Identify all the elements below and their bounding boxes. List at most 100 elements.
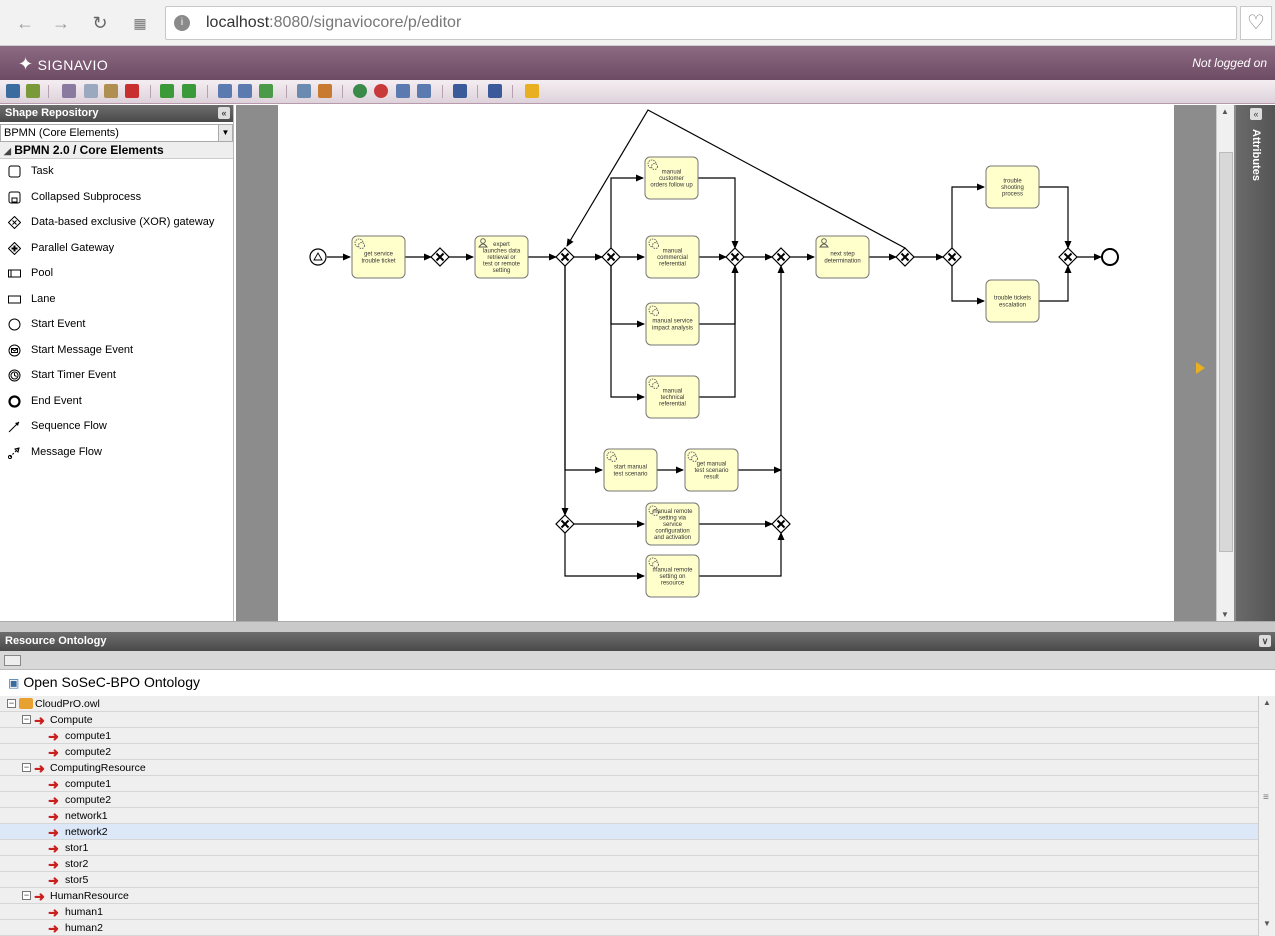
shape-item-start-event[interactable]: Start Event [0, 312, 233, 338]
heart-icon[interactable]: ♡ [1240, 6, 1272, 40]
address-bar[interactable]: i localhost:8080/signaviocore/p/editor [165, 6, 1237, 40]
tree-instance-row[interactable]: ➜compute2 [0, 792, 1258, 808]
sequence-flow[interactable] [564, 533, 645, 580]
align-horizontal-icon[interactable] [238, 84, 252, 98]
site-info-icon[interactable]: i [174, 15, 190, 31]
service-task-gear-icon[interactable] [652, 309, 659, 316]
task-t5[interactable] [645, 302, 700, 346]
task-t2[interactable] [474, 235, 529, 279]
scroll-up-icon[interactable]: ▲ [1221, 107, 1229, 116]
end-event[interactable] [1101, 248, 1119, 266]
copy-icon[interactable] [84, 84, 98, 98]
send-back-icon[interactable] [318, 84, 332, 98]
shape-item-timer-event[interactable]: Start Timer Event [0, 363, 233, 389]
sequence-flow[interactable] [610, 266, 645, 328]
save-as-icon[interactable] [26, 84, 40, 98]
xor-gateway-x-icon[interactable] [947, 252, 957, 262]
group-icon[interactable] [259, 84, 273, 98]
service-task-gear-icon[interactable] [651, 163, 658, 170]
task-t7[interactable] [815, 235, 870, 279]
zoom-in-icon[interactable] [353, 84, 367, 98]
chevron-down-icon[interactable]: ▼ [218, 125, 232, 141]
task-t1[interactable] [351, 235, 406, 279]
save-icon[interactable] [6, 84, 20, 98]
tree-instance-row[interactable]: ➜human2 [0, 920, 1258, 936]
shape-item-xor-gateway[interactable]: Data-based exclusive (XOR) gateway [0, 210, 233, 236]
sequence-flow[interactable] [699, 265, 739, 325]
service-task-gear-icon[interactable] [652, 561, 659, 568]
sequence-flow[interactable] [610, 266, 645, 401]
xor-gateway-x-icon[interactable] [1063, 252, 1073, 262]
canvas-vertical-scrollbar[interactable]: ▲ ▼ [1216, 105, 1234, 621]
forward-arrow-icon[interactable]: → [52, 13, 70, 33]
shape-group-header[interactable]: ◢ BPMN 2.0 / Core Elements [0, 142, 233, 159]
task-t10[interactable] [603, 448, 658, 492]
delete-icon[interactable] [125, 84, 139, 98]
stencil-set-select[interactable]: BPMN (Core Elements) ▼ [0, 124, 233, 142]
url-text[interactable]: localhost:8080/signaviocore/p/editor [206, 14, 461, 32]
redo-icon[interactable] [182, 84, 196, 98]
user-task-icon[interactable] [478, 243, 488, 248]
ontology-tab-button[interactable] [4, 655, 21, 666]
sequence-flow[interactable] [698, 177, 739, 249]
shape-item-lane[interactable]: Lane [0, 287, 233, 313]
tree-instance-row[interactable]: ➜network2 [0, 824, 1258, 840]
zoom-fit-icon[interactable] [396, 84, 410, 98]
undo-icon[interactable] [160, 84, 174, 98]
tree-class-row[interactable]: −➜Compute [0, 712, 1258, 728]
sequence-flow[interactable] [1039, 265, 1072, 302]
layout-icon[interactable] [453, 84, 467, 98]
xor-gateway-x-icon[interactable] [730, 252, 740, 262]
start-event[interactable] [309, 248, 327, 266]
collapse-toggle-icon[interactable]: − [22, 890, 31, 900]
tree-instance-row[interactable]: ➜network1 [0, 808, 1258, 824]
tree-instance-row[interactable]: ➜compute2 [0, 744, 1258, 760]
xor-gateway-x-icon[interactable] [606, 252, 616, 262]
collapse-left-icon[interactable]: « [218, 107, 230, 119]
tree-instance-row[interactable]: ➜human1 [0, 904, 1258, 920]
service-task-gear-icon[interactable] [652, 382, 659, 389]
attributes-label[interactable]: Attributes [1250, 129, 1262, 181]
shape-item-subprocess[interactable]: Collapsed Subprocess [0, 185, 233, 211]
task-t4[interactable] [645, 235, 700, 279]
tree-instance-row[interactable]: ➜stor2 [0, 856, 1258, 872]
collapse-toggle-icon[interactable]: − [22, 762, 31, 772]
tree-instance-row[interactable]: ➜compute1 [0, 776, 1258, 792]
tree-root[interactable]: −CloudPrO.owl [0, 696, 1258, 712]
service-task-gear-icon[interactable] [610, 455, 617, 462]
user-task-icon[interactable] [480, 238, 486, 244]
task-t13[interactable] [645, 554, 700, 598]
xor-gateway-x-icon[interactable] [435, 252, 445, 262]
tree-instance-row[interactable]: ➜stor5 [0, 872, 1258, 888]
scroll-grip-icon[interactable]: ≡ [1263, 792, 1269, 803]
tree-instance-row[interactable]: ➜stor1 [0, 840, 1258, 856]
xor-gateway-x-icon[interactable] [560, 252, 570, 262]
validation-warning-icon[interactable] [525, 84, 539, 98]
task-t12[interactable] [645, 502, 700, 546]
tree-class-row[interactable]: −➜HumanResource [0, 888, 1258, 904]
paste-icon[interactable] [104, 84, 118, 98]
task-t11[interactable] [684, 448, 739, 492]
task-t8[interactable] [985, 165, 1040, 209]
collapse-toggle-icon[interactable]: − [22, 714, 31, 724]
open-ontology-link[interactable]: ▣Open SoSeC-BPO Ontology [0, 670, 1275, 696]
xor-gateway-x-icon[interactable] [776, 252, 786, 262]
bring-front-icon[interactable] [297, 84, 311, 98]
expand-attributes-arrow-icon[interactable] [1196, 362, 1205, 374]
panel-splitter[interactable] [0, 621, 1275, 632]
xor-gateway-x-icon[interactable] [776, 519, 786, 529]
zoom-out-icon[interactable] [374, 84, 388, 98]
user-task-icon[interactable] [819, 243, 829, 248]
task-t6[interactable] [645, 375, 700, 419]
shape-item-parallel-gateway[interactable]: Parallel Gateway [0, 236, 233, 262]
scroll-up-icon[interactable]: ▲ [1263, 698, 1271, 707]
sequence-flow[interactable] [951, 266, 985, 305]
service-task-gear-icon[interactable] [652, 242, 659, 249]
sequence-flow[interactable] [564, 266, 603, 474]
align-vertical-icon[interactable] [218, 84, 232, 98]
start-event-triangle-icon[interactable] [313, 252, 323, 261]
cut-icon[interactable] [62, 84, 76, 98]
ontology-scrollbar[interactable]: ▲ ≡ ▼ [1258, 696, 1275, 936]
